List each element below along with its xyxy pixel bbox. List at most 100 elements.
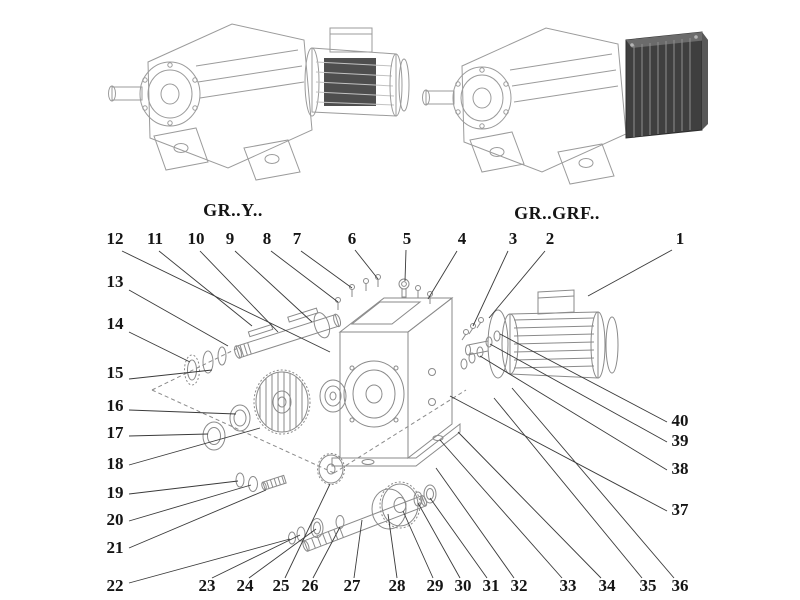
callout-number-12: 12 (107, 229, 124, 248)
leader-line-24 (248, 528, 317, 579)
leader-line-31 (429, 497, 488, 579)
finned-cover (625, 31, 708, 139)
callout-number-22: 22 (107, 576, 124, 595)
leader-line-36 (511, 387, 675, 579)
mounting-feet (469, 131, 615, 185)
callout-number-20: 20 (107, 510, 124, 529)
callout-number-19: 19 (107, 483, 124, 502)
pinion-shaft (261, 474, 287, 491)
leader-line-10 (199, 250, 279, 333)
washer (413, 491, 423, 507)
callout-number-7: 7 (293, 229, 302, 248)
shaft-bearing (310, 518, 324, 538)
callout-number-3: 3 (509, 229, 518, 248)
washer (248, 476, 258, 492)
output-flange-face (452, 66, 512, 130)
top-fasteners (335, 274, 433, 310)
leader-line-39 (489, 343, 668, 443)
callout-number-14: 14 (107, 314, 125, 333)
output-shaft-assembly (288, 481, 437, 552)
callout-number-17: 17 (107, 423, 125, 442)
callout-number-8: 8 (263, 229, 272, 248)
leader-line-21 (128, 489, 267, 549)
housing-bearing (319, 379, 347, 413)
callout-number-26: 26 (302, 576, 319, 595)
inspection-cover (350, 301, 422, 325)
callout-number-10: 10 (188, 229, 205, 248)
callout-number-25: 25 (273, 576, 290, 595)
callout-number-34: 34 (599, 576, 617, 595)
shaft-bearing (423, 484, 437, 504)
leader-line-2 (488, 250, 546, 319)
base-plate (331, 422, 461, 467)
electric-motor (304, 27, 410, 117)
flange-fasteners (460, 317, 501, 370)
leader-line-26 (312, 526, 341, 579)
oil-plug (428, 368, 436, 376)
leader-line-5 (404, 249, 407, 282)
leader-line-37 (449, 395, 668, 512)
model-label-gr-y: GR..Y.. (203, 200, 263, 220)
callout-number-2: 2 (546, 229, 555, 248)
leader-line-14 (128, 331, 191, 363)
callout-number-36: 36 (672, 576, 689, 595)
callout-number-40: 40 (672, 411, 689, 430)
alignment-axes (151, 347, 467, 474)
leader-line-40 (499, 333, 668, 423)
leader-line-18 (128, 427, 261, 466)
callout-number-15: 15 (107, 363, 124, 382)
callout-number-31: 31 (483, 576, 500, 595)
callout-number-18: 18 (107, 454, 124, 473)
leader-line-28 (387, 513, 398, 579)
callout-number-39: 39 (672, 431, 689, 450)
leader-line-6 (354, 249, 379, 280)
input-shaft-assembly (184, 307, 342, 386)
leader-line-7 (300, 250, 353, 289)
shaft-gear (313, 312, 331, 339)
leader-line-20 (128, 484, 252, 522)
callout-number-32: 32 (511, 576, 528, 595)
drain-plug (428, 398, 436, 406)
callout-number-23: 23 (199, 576, 216, 595)
callout-number-24: 24 (237, 576, 255, 595)
callout-number-29: 29 (427, 576, 444, 595)
eye-bolt (398, 278, 410, 298)
leader-line-22 (128, 538, 291, 584)
large-helical-gear (253, 369, 311, 435)
terminal-box (537, 289, 575, 315)
callout-number-28: 28 (389, 576, 406, 595)
leader-line-32 (435, 467, 515, 579)
leader-line-34 (457, 431, 602, 579)
washer (335, 515, 345, 529)
leader-line-30 (417, 502, 461, 579)
leader-line-4 (427, 250, 458, 300)
output-shaft-stub (108, 85, 143, 102)
callout-number-13: 13 (107, 272, 124, 291)
callout-number-4: 4 (458, 229, 467, 248)
leader-line-38 (479, 355, 668, 471)
shaft-key (287, 307, 319, 323)
callout-number-9: 9 (226, 229, 235, 248)
leader-line-35 (493, 397, 643, 579)
callout-number-6: 6 (348, 229, 357, 248)
gearmotor-illustration-gr-y (108, 23, 410, 181)
callout-number-1: 1 (676, 229, 685, 248)
output-flange-face (139, 61, 201, 127)
callout-number-38: 38 (672, 459, 689, 478)
shaft-key (247, 323, 274, 338)
terminal-box (329, 27, 373, 53)
intermediate-gear (317, 453, 345, 485)
leader-line-3 (472, 250, 509, 327)
output-shaft-stub (422, 89, 455, 106)
retaining-ring (217, 346, 227, 366)
callout-number-35: 35 (640, 576, 657, 595)
motor-exploded (465, 289, 619, 379)
exploded-view (151, 274, 619, 552)
callout-number-33: 33 (560, 576, 577, 595)
callout-number-30: 30 (455, 576, 472, 595)
leader-line-33 (439, 439, 563, 579)
washer (296, 526, 306, 542)
